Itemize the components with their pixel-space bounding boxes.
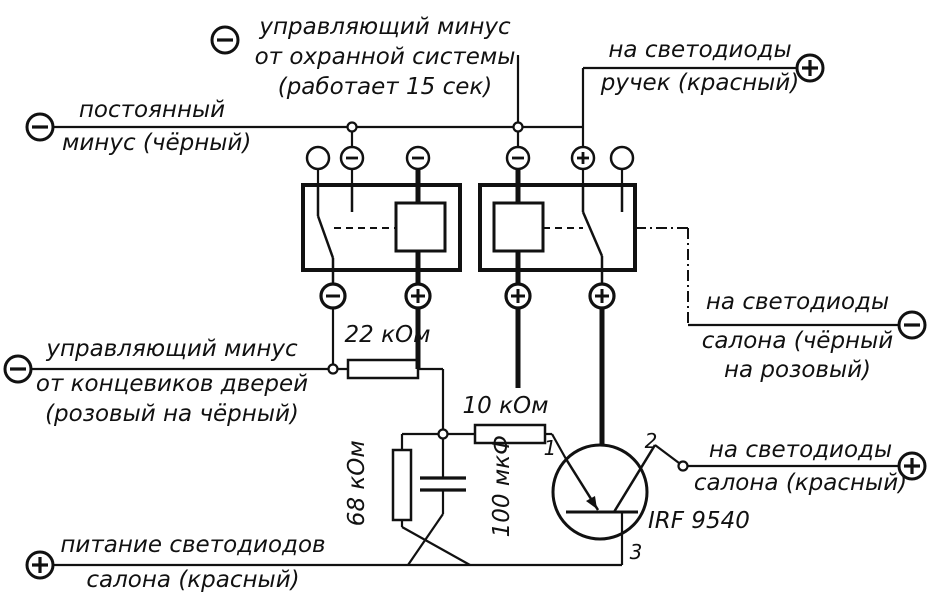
label-salon-power-2: салона (красный)	[86, 567, 300, 593]
label-security-minus-1: управляющий минус	[259, 14, 511, 40]
relay-coil-leads	[415, 169, 605, 446]
label-capacitor-100uf: 100 мкФ	[488, 435, 515, 538]
label-handle-leds-1: на светодиоды	[608, 37, 792, 63]
label-salon-red-2: салона (красный)	[693, 470, 908, 496]
wire-drain-output	[654, 444, 899, 468]
label-door-minus-2: от концевиков дверей	[35, 371, 309, 397]
label-salon-pink-2: салона (чёрный	[701, 328, 894, 354]
label-door-minus-3: (розовый на чёрный)	[45, 401, 299, 427]
label-pin-1: 1	[543, 436, 557, 460]
label-constant-minus-2: минус (чёрный)	[62, 130, 252, 156]
terminal-salon-red-plus	[897, 451, 927, 481]
terminal-salon-power-plus	[25, 550, 55, 580]
resistor-68k	[391, 432, 471, 566]
label-pin-3: 3	[629, 540, 643, 564]
capacitor-100uf	[407, 434, 466, 566]
label-resistor-10k: 10 кОм	[462, 393, 549, 419]
relay-1	[301, 169, 462, 284]
terminal-security-minus	[210, 25, 240, 55]
label-pin-2: 2	[644, 429, 658, 453]
label-resistor-22k: 22 кОм	[344, 322, 431, 348]
label-constant-minus-1: постоянный	[78, 97, 226, 123]
relay-pins-bottom	[319, 282, 616, 310]
label-security-minus-2: от охранной системы	[254, 44, 516, 70]
label-resistor-68k: 68 кОм	[343, 440, 370, 527]
label-handle-leds-2: ручек (красный)	[600, 70, 800, 96]
label-transistor: IRF 9540	[648, 508, 750, 534]
label-salon-pink-1: на светодиоды	[705, 289, 890, 315]
transistor-irf9540	[551, 443, 657, 565]
label-security-minus-3: (работает 15 сек)	[277, 74, 493, 100]
terminal-door-minus	[3, 354, 33, 384]
label-salon-pink-3: на розовый)	[723, 357, 872, 383]
wire-dash-dot-relay-output	[635, 227, 689, 325]
label-salon-red-1: на светодиоды	[708, 437, 893, 463]
resistor-22k	[346, 358, 445, 434]
wire-handle-leds-plus	[581, 66, 797, 147]
wire-door-minus-rail	[31, 308, 348, 371]
label-door-minus-1: управляющий минус	[46, 336, 298, 362]
terminal-handle-leds-plus	[795, 53, 825, 83]
terminal-salon-pink-minus	[897, 310, 927, 340]
junction-dots	[327, 121, 689, 472]
relay-pins-top	[305, 145, 635, 171]
terminal-constant-minus	[25, 112, 55, 142]
relay-2	[478, 169, 637, 284]
label-salon-power-1: питание светодиодов	[60, 532, 326, 558]
